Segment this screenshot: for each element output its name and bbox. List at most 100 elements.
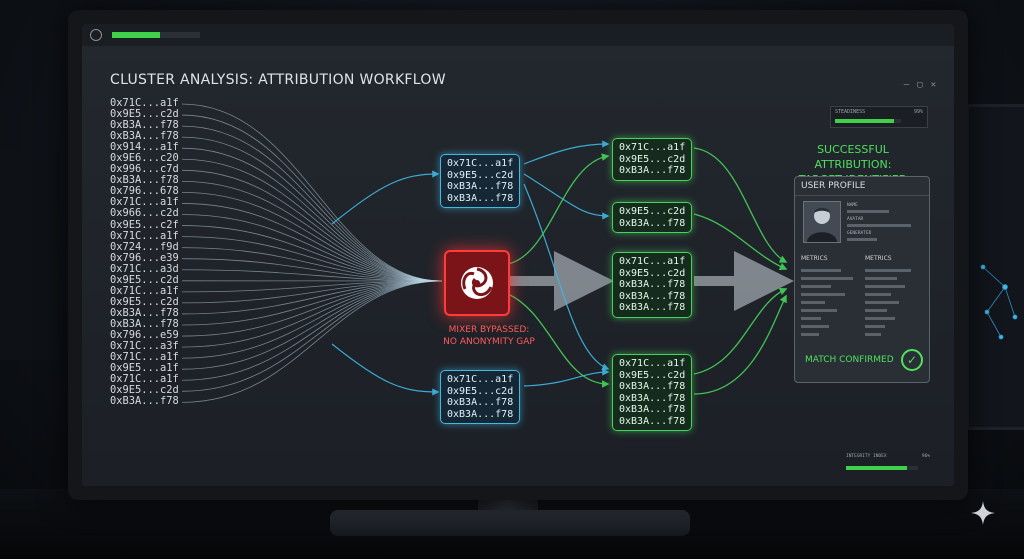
match-confirmed-label: MATCH CONFIRMED [805, 355, 894, 365]
redacted-bar [847, 238, 877, 241]
profile-field-name: NAME [847, 203, 858, 208]
flow-to-blue-bottom [331, 343, 440, 396]
source-flow-line [181, 236, 443, 282]
attribution-line-1: SUCCESSFUL ATTRIBUTION: [814, 143, 892, 171]
integrity-label: INTEGRITY INDEX [846, 454, 887, 459]
metric-bar [801, 333, 819, 336]
main-monitor: CLUSTER ANALYSIS: ATTRIBUTION WORKFLOW –… [68, 10, 968, 500]
cluster-address: 0x71C...a1f [619, 142, 686, 153]
cluster-address: 0x9E5...c2d [447, 385, 514, 397]
source-flow-line [181, 136, 443, 282]
profile-field-generated: GENERATED [847, 231, 872, 236]
cluster-address: 0xB3A...f78 [619, 415, 686, 427]
source-flow-line [181, 280, 443, 337]
screen: CLUSTER ANALYSIS: ATTRIBUTION WORKFLOW –… [82, 24, 954, 486]
cluster-address: 0xB3A...f78 [619, 381, 686, 392]
metric-bar [865, 277, 897, 280]
mixer-status-label: MIXER BYPASSED: NO ANONYMITY GAP [434, 324, 544, 348]
cluster-address: 0xB3A...f78 [619, 404, 686, 415]
metric-bar [865, 309, 887, 312]
metric-bar [865, 301, 899, 304]
mixer-to-green-1 [507, 153, 610, 265]
cluster-address: 0xB3A...f78 [447, 408, 514, 420]
cluster-address: 0xB3A...f78 [619, 392, 686, 404]
source-flow-line [181, 280, 443, 403]
metric-bar [865, 285, 905, 288]
source-flow-line [181, 147, 443, 282]
source-address[interactable]: 0x724...f9d [110, 240, 179, 253]
cluster-address: 0xB3A...f78 [619, 217, 686, 229]
redacted-bar [847, 210, 889, 213]
source-flow-line [181, 158, 443, 282]
metric-bar [801, 293, 845, 296]
cluster-address: 0x71C...a1f [447, 374, 514, 385]
cluster-address: 0xB3A...f78 [619, 302, 686, 313]
metric-bar [865, 317, 895, 320]
metrics-right-title: METRICS [865, 255, 892, 262]
cluster-address: 0x9E5...c2d [619, 153, 686, 165]
metric-bar [801, 285, 831, 288]
metric-bar [801, 325, 829, 328]
source-flow-line [181, 225, 443, 282]
side-monitor [966, 104, 1024, 430]
source-flow-line [181, 269, 443, 282]
cluster-address: 0xB3A...f78 [619, 279, 686, 290]
integrity-widget: INTEGRITY INDEX 96% [846, 454, 930, 472]
mixer-label-line-1: MIXER BYPASSED: [448, 325, 530, 335]
cluster-address: 0x71C...a1f [447, 158, 514, 169]
source-flow-line [181, 280, 443, 326]
metric-bar [801, 317, 821, 320]
cluster-address: 0xB3A...f78 [619, 290, 686, 302]
metric-bar [865, 269, 911, 272]
mixer-label-line-2: NO ANONYMITY GAP [443, 337, 535, 347]
source-flow-line [181, 180, 443, 282]
source-flow-line [181, 280, 443, 392]
check-icon: ✓ [901, 349, 923, 371]
mixer-to-green-4 [507, 293, 610, 388]
integrity-bar [846, 466, 918, 470]
source-address[interactable]: 0x966...c2d [110, 207, 179, 220]
source-flow-line [181, 280, 443, 304]
source-flow-line [181, 280, 443, 348]
source-address[interactable]: 0x71C...a1f [110, 229, 179, 242]
profile-header: USER PROFILE [795, 177, 929, 196]
monitor-stand-base [330, 510, 690, 536]
source-flow-line [181, 169, 443, 282]
person-icon [807, 207, 837, 242]
transaction-flow-lines [181, 103, 794, 403]
sparkle-icon [971, 501, 995, 525]
metric-bar [865, 293, 891, 296]
metrics-left-title: METRICS [801, 255, 828, 262]
swirl-icon [461, 267, 493, 299]
cluster-address: 0x71C...a1f [619, 256, 686, 267]
background-device [0, 150, 60, 360]
blue-to-green-1 [523, 140, 610, 165]
green-1-to-profile [693, 147, 788, 263]
mixer-node[interactable] [444, 250, 510, 316]
user-profile-card[interactable]: USER PROFILE NAME AVATAR GENERATED METRI… [794, 176, 930, 383]
cluster-address: 0xB3A...f78 [619, 165, 686, 176]
cluster-address: 0x9E5...c2d [447, 169, 514, 181]
source-address[interactable]: 0xB3A...f78 [110, 395, 179, 408]
source-flow-line [181, 103, 443, 282]
metric-bar [801, 269, 841, 272]
cluster-address: 0xB3A...f78 [447, 192, 514, 204]
green-4b-to-profile [693, 294, 787, 395]
network-graph-icon [980, 264, 1018, 340]
cluster-address: 0x71C...a1f [619, 358, 686, 369]
source-flow-line [181, 114, 443, 282]
profile-field-avatar: AVATAR [847, 217, 864, 222]
metric-bar [865, 325, 885, 328]
source-address[interactable]: 0x9E5...c2f [110, 218, 179, 231]
source-flow-line [181, 247, 443, 282]
source-flow-line [181, 214, 443, 282]
cluster-address: 0xB3A...f78 [447, 397, 514, 408]
blue-bottom-to-green-4 [523, 368, 610, 387]
